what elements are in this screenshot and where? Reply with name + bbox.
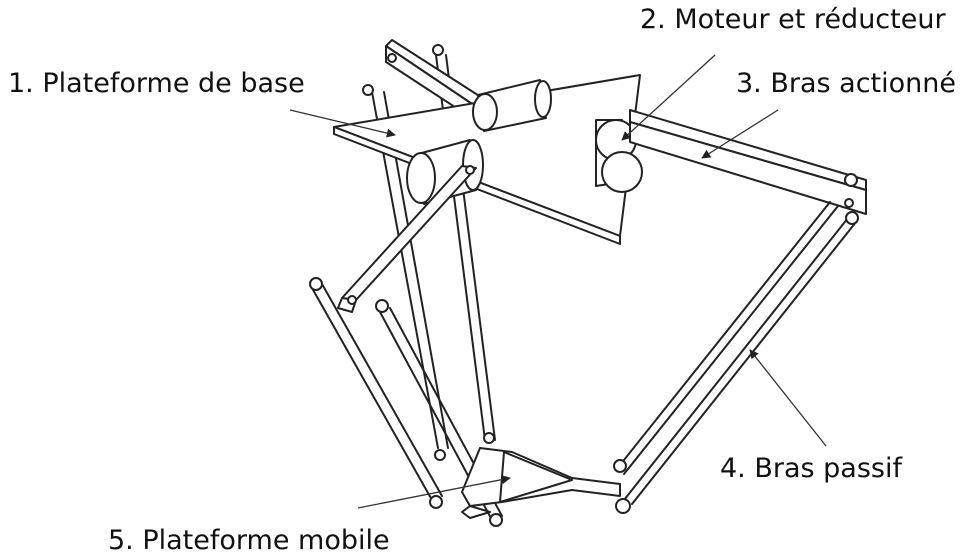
leader-motor-reducer xyxy=(621,54,716,141)
label-passive-arm: 4. Bras passif xyxy=(720,453,902,484)
mobile-platform xyxy=(461,447,621,519)
label-base-platform: 1. Plateforme de base xyxy=(8,68,305,99)
motor-back xyxy=(472,79,552,132)
motor-reducer-right xyxy=(595,119,643,193)
actuated-arm-right xyxy=(629,109,867,215)
label-motor-reducer: 2. Moteur et réducteur xyxy=(640,4,946,35)
actuated-arm-left xyxy=(337,165,477,313)
leader-mobile-platform xyxy=(357,475,511,509)
passive-arm-right xyxy=(613,201,859,514)
label-mobile-platform: 5. Plateforme mobile xyxy=(108,525,390,556)
leader-passive-arm xyxy=(749,349,827,447)
leader-base-platform xyxy=(289,109,396,138)
leader-actuated-arm xyxy=(701,109,779,159)
label-actuated-arm: 3. Bras actionné xyxy=(736,68,956,99)
